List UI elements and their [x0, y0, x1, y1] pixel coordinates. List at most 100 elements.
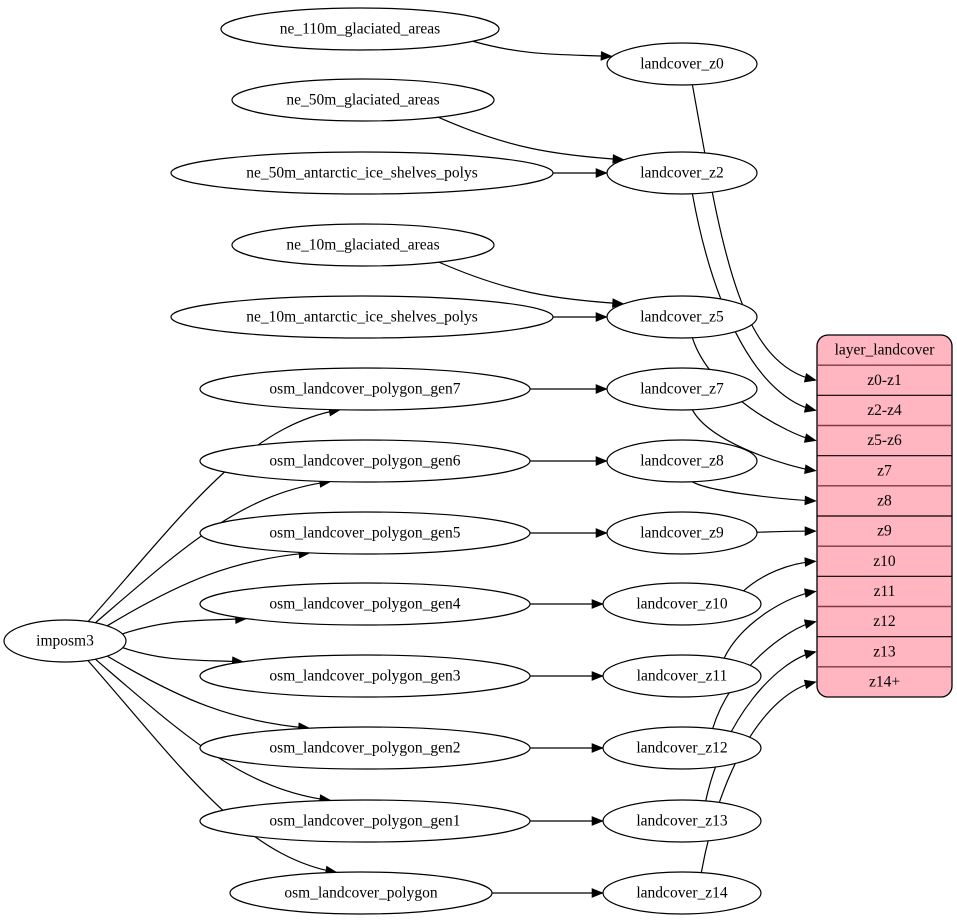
node-osm_landcover_polygon_gen3[interactable]: osm_landcover_polygon_gen3: [199, 654, 531, 698]
node-landcover_z10[interactable]: landcover_z10: [602, 582, 762, 626]
node-landcover_z12[interactable]: landcover_z12: [602, 726, 762, 770]
edge-arrowhead: [591, 671, 604, 681]
node-label-ne_110m_glaciated_areas: ne_110m_glaciated_areas: [280, 21, 440, 38]
node-label-ne_10m_antarctic_ice_shelves_polys: ne_10m_antarctic_ice_shelves_polys: [246, 309, 478, 326]
edge-path: [691, 409, 816, 472]
edge-path: [122, 618, 247, 635]
node-ellipse-osm_landcover_polygon_gen7: [199, 367, 531, 411]
table-header-label: layer_landcover: [835, 342, 936, 359]
table-row-z11[interactable]: z11: [874, 583, 896, 600]
node-ellipse-ne_50m_antarctic_ice_shelves_polys: [170, 151, 554, 195]
node-label-osm_landcover_polygon_gen5: osm_landcover_polygon_gen5: [269, 525, 460, 542]
node-ellipse-landcover_z5: [606, 295, 758, 339]
node-ne_110m_glaciated_areas[interactable]: ne_110m_glaciated_areas: [220, 7, 500, 51]
edge-path: [437, 116, 624, 161]
node-ne_50m_glaciated_areas[interactable]: ne_50m_glaciated_areas: [231, 78, 495, 122]
node-label-landcover_z0: landcover_z0: [640, 56, 724, 73]
node-osm_landcover_polygon_gen2[interactable]: osm_landcover_polygon_gen2: [199, 726, 531, 770]
node-ellipse-landcover_z12: [602, 726, 762, 770]
edge-path: [122, 647, 243, 663]
node-landcover_z13[interactable]: landcover_z13: [602, 799, 762, 843]
node-label-landcover_z9: landcover_z9: [640, 525, 724, 542]
table-row-z9[interactable]: z9: [877, 523, 892, 540]
node-label-imposm3: imposm3: [36, 633, 94, 650]
node-landcover_z9[interactable]: landcover_z9: [606, 511, 758, 555]
node-landcover_z14[interactable]: landcover_z14: [602, 871, 762, 915]
node-osm_landcover_polygon_gen6[interactable]: osm_landcover_polygon_gen6: [199, 439, 531, 483]
node-ne_10m_glaciated_areas[interactable]: ne_10m_glaciated_areas: [231, 223, 495, 267]
node-label-osm_landcover_polygon_gen2: osm_landcover_polygon_gen2: [269, 740, 460, 757]
node-ellipse-osm_landcover_polygon_gen6: [199, 439, 531, 483]
node-label-landcover_z2: landcover_z2: [640, 165, 724, 182]
node-label-osm_landcover_polygon_gen7: osm_landcover_polygon_gen7: [269, 381, 460, 398]
edge-path: [743, 560, 816, 592]
node-landcover_z5[interactable]: landcover_z5: [606, 295, 758, 339]
table-row-z5-z6[interactable]: z5-z6: [867, 432, 902, 449]
edge-path: [691, 337, 816, 442]
table-row-z10[interactable]: z10: [873, 553, 896, 570]
node-ellipse-landcover_z13: [602, 799, 762, 843]
table-row-z14+[interactable]: z14+: [869, 673, 900, 690]
table-row-z0-z1[interactable]: z0-z1: [867, 372, 901, 389]
node-label-osm_landcover_polygon: osm_landcover_polygon: [284, 885, 438, 902]
node-landcover_z8[interactable]: landcover_z8: [606, 439, 758, 483]
table-row-z7[interactable]: z7: [877, 462, 892, 479]
edge-arrowhead: [595, 384, 608, 394]
node-label-landcover_z11: landcover_z11: [637, 668, 728, 685]
node-label-ne_50m_glaciated_areas: ne_50m_glaciated_areas: [286, 92, 439, 109]
edge-path: [87, 660, 337, 873]
edge-arrowhead: [804, 526, 817, 536]
node-ne_10m_antarctic_ice_shelves_polys[interactable]: ne_10m_antarctic_ice_shelves_polys: [170, 295, 554, 339]
edge-path: [691, 193, 816, 412]
node-ellipse-landcover_z2: [606, 151, 758, 195]
node-osm_landcover_polygon_gen5[interactable]: osm_landcover_polygon_gen5: [199, 511, 531, 555]
node-label-osm_landcover_polygon_gen4: osm_landcover_polygon_gen4: [269, 596, 460, 613]
edge-arrowhead: [600, 51, 613, 61]
node-ellipse-imposm3: [3, 619, 127, 663]
node-label-landcover_z14: landcover_z14: [636, 885, 727, 902]
table-row-z12[interactable]: z12: [873, 613, 895, 630]
node-landcover_z0[interactable]: landcover_z0: [606, 42, 758, 86]
node-osm_landcover_polygon[interactable]: osm_landcover_polygon: [229, 871, 493, 915]
edge-path: [87, 409, 340, 622]
edge-path: [705, 651, 816, 802]
node-label-landcover_z10: landcover_z10: [636, 596, 727, 613]
edge-arrowhead: [803, 649, 817, 660]
node-osm_landcover_polygon_gen1[interactable]: osm_landcover_polygon_gen1: [199, 799, 531, 843]
edge-arrowhead: [803, 372, 817, 383]
edge-arrowhead: [591, 888, 604, 898]
node-ellipse-landcover_z11: [602, 654, 762, 698]
node-ellipse-osm_landcover_polygon_gen4: [199, 582, 531, 626]
node-ellipse-osm_landcover_polygon_gen2: [199, 726, 531, 770]
node-ellipse-osm_landcover_polygon: [229, 871, 493, 915]
node-landcover_z11[interactable]: landcover_z11: [602, 654, 762, 698]
node-imposm3[interactable]: imposm3: [3, 619, 127, 663]
edge-path: [107, 655, 310, 729]
edge-arrowhead: [803, 679, 817, 690]
node-label-osm_landcover_polygon_gen1: osm_landcover_polygon_gen1: [269, 813, 460, 830]
edge-arrowhead: [591, 743, 604, 753]
node-label-landcover_z8: landcover_z8: [640, 453, 724, 470]
node-landcover_z2[interactable]: landcover_z2: [606, 151, 758, 195]
node-ellipse-landcover_z14: [602, 871, 762, 915]
table-row-z13[interactable]: z13: [873, 643, 896, 660]
node-ellipse-osm_landcover_polygon_gen5: [199, 511, 531, 555]
edge-path: [438, 261, 624, 305]
node-ellipse-ne_10m_glaciated_areas: [231, 223, 495, 267]
node-label-landcover_z12: landcover_z12: [636, 740, 727, 757]
node-landcover_z7[interactable]: landcover_z7: [606, 367, 758, 411]
node-osm_landcover_polygon_gen4[interactable]: osm_landcover_polygon_gen4: [199, 582, 531, 626]
node-ne_50m_antarctic_ice_shelves_polys[interactable]: ne_50m_antarctic_ice_shelves_polys: [170, 151, 554, 195]
edge-arrowhead: [595, 456, 608, 466]
table-row-z8[interactable]: z8: [877, 492, 892, 509]
layer-landcover-table[interactable]: layer_landcover z0-z1 z2-z4 z5-z6 z7 z8 z9 z10 z…: [816, 334, 953, 698]
node-ellipse-ne_50m_glaciated_areas: [231, 78, 495, 122]
node-label-landcover_z13: landcover_z13: [636, 813, 727, 830]
node-osm_landcover_polygon_gen7[interactable]: osm_landcover_polygon_gen7: [199, 367, 531, 411]
node-ellipse-ne_110m_glaciated_areas: [220, 7, 500, 51]
edge-path: [472, 40, 612, 57]
edge-arrowhead: [595, 528, 608, 538]
table-row-z2-z4[interactable]: z2-z4: [867, 402, 902, 419]
